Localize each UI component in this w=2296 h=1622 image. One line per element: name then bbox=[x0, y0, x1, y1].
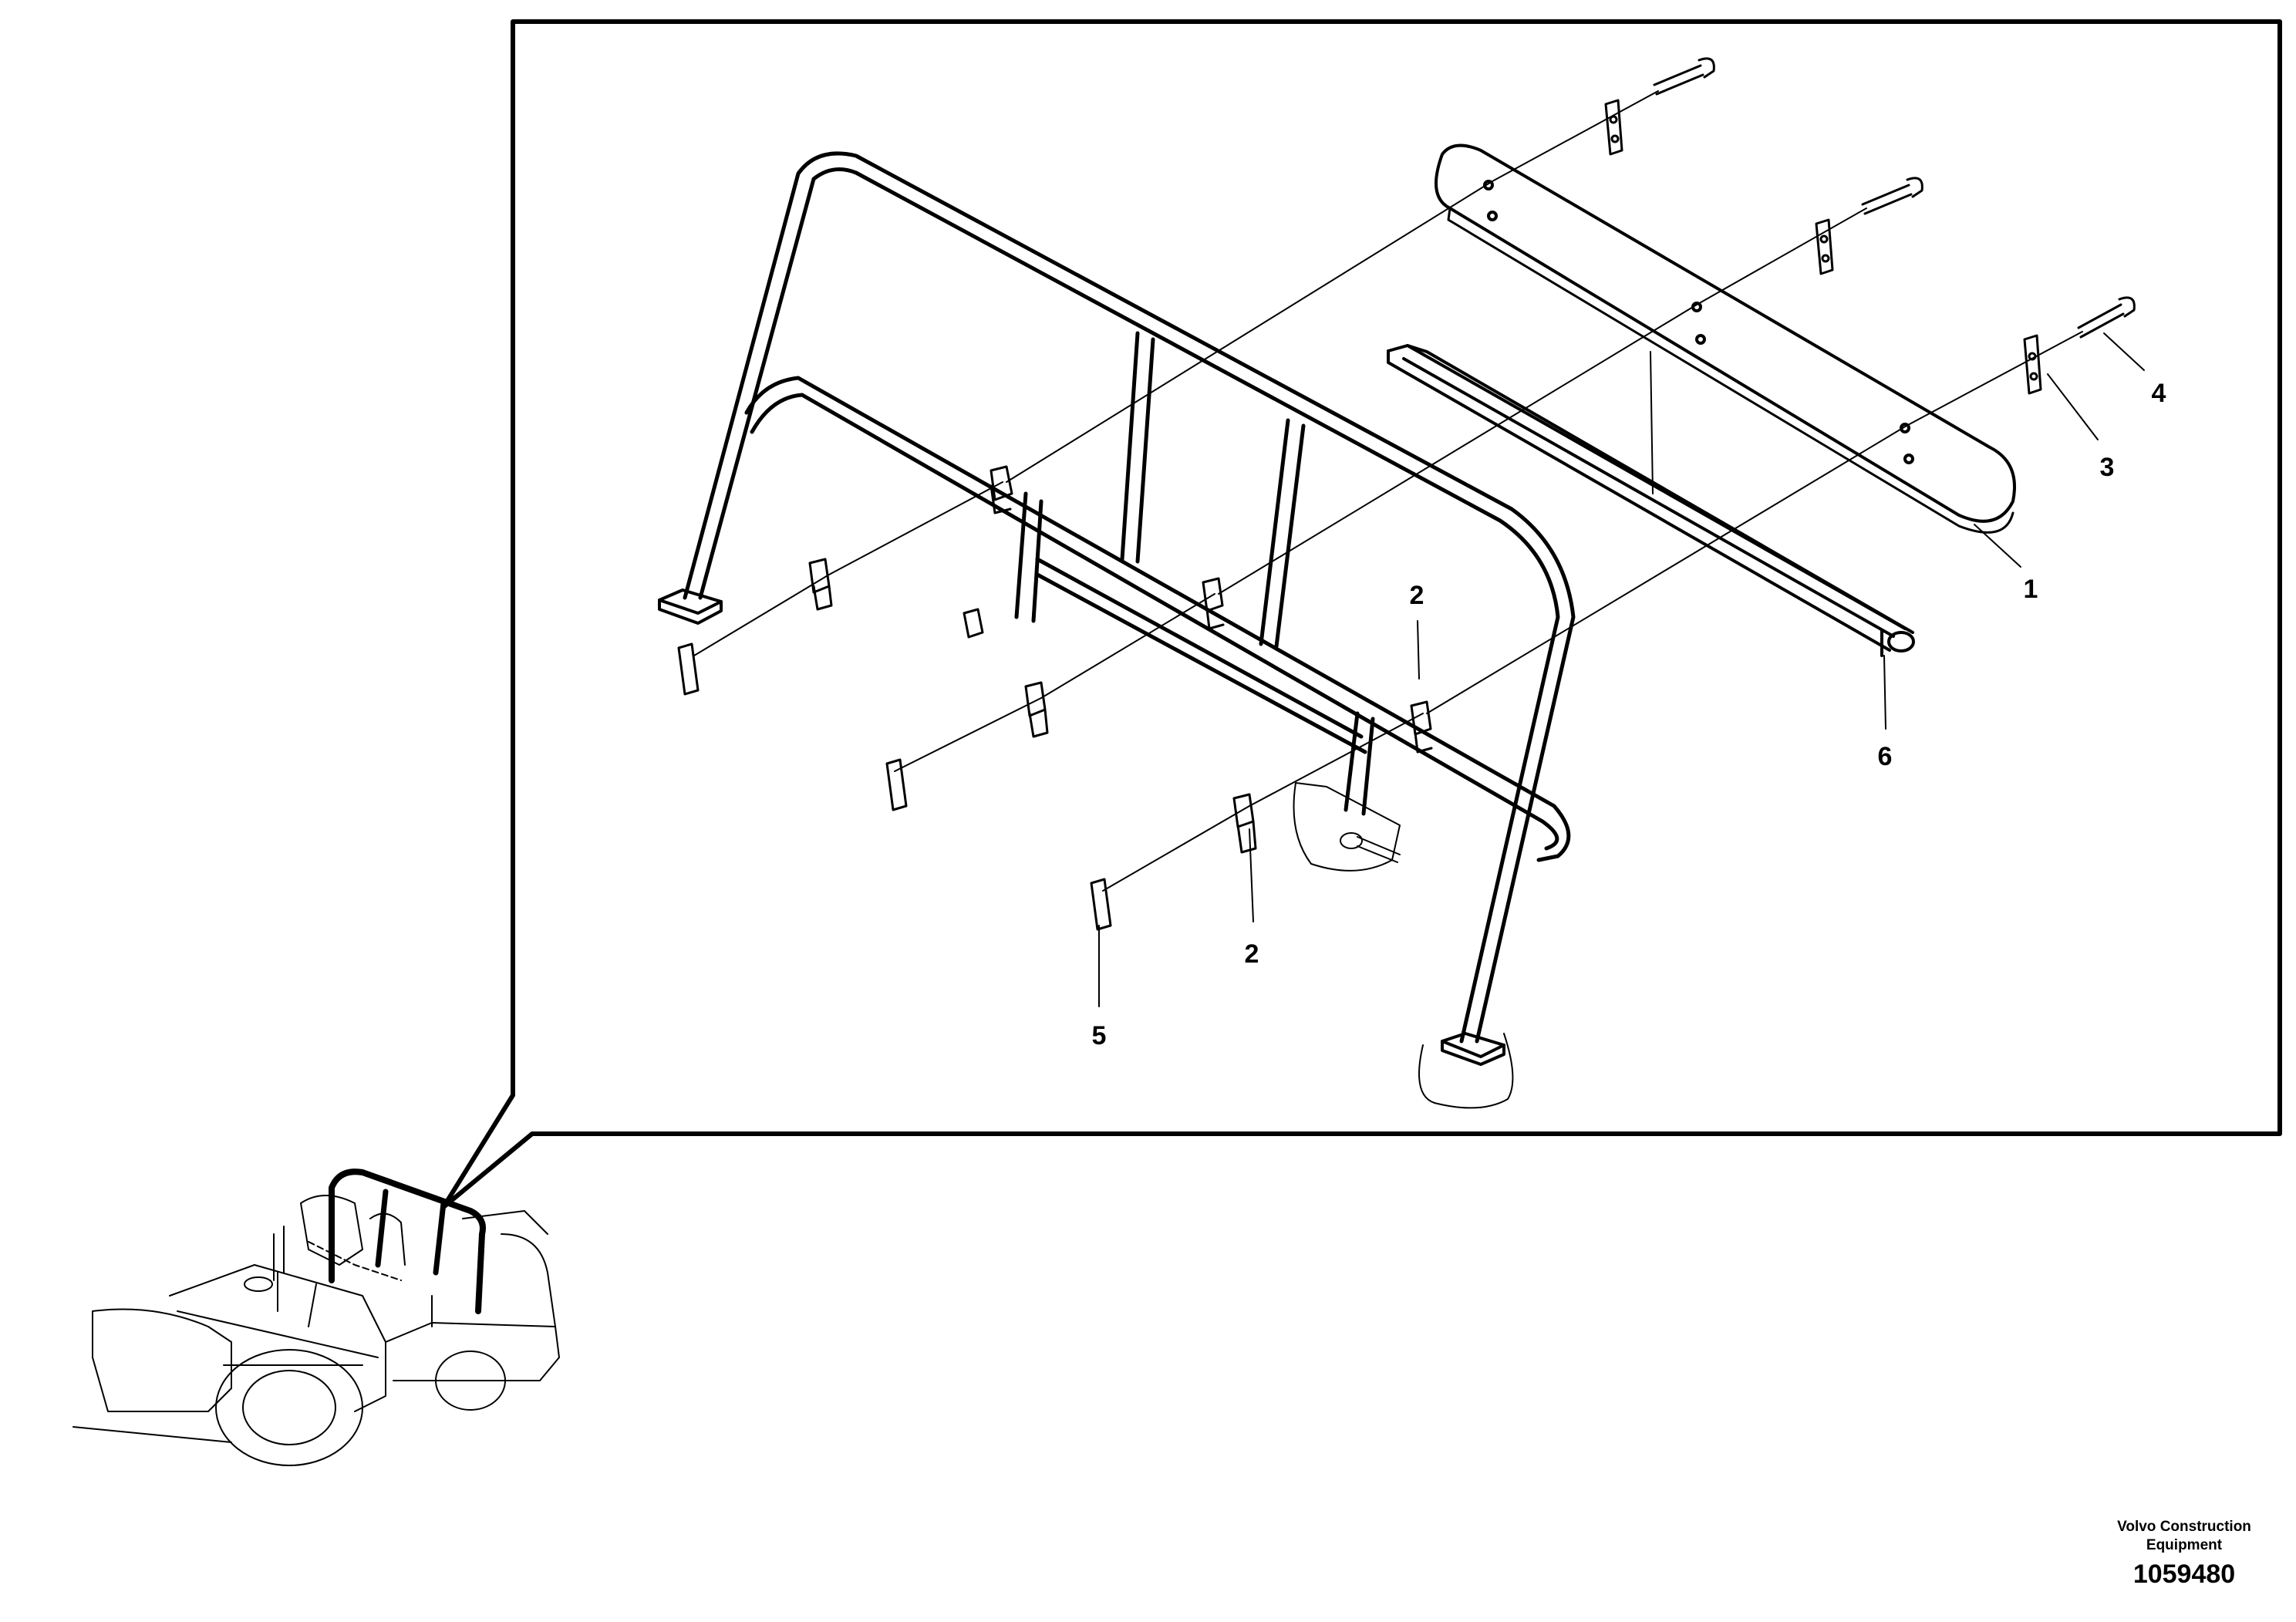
middle-mount-bracket bbox=[1293, 782, 1401, 872]
roll-bar-highlight bbox=[329, 1168, 486, 1314]
callout-4: 4 bbox=[2151, 379, 2166, 408]
detail-frame bbox=[441, 19, 2282, 1209]
roller-machine-overview bbox=[72, 1195, 560, 1466]
clip-brackets bbox=[677, 465, 1433, 931]
leader-lines bbox=[1098, 332, 2145, 1007]
foot-plates bbox=[658, 588, 1505, 1066]
document-number: 1059480 bbox=[2132, 1560, 2236, 1589]
bolts-part-4 bbox=[1653, 57, 2136, 339]
callout-1: 1 bbox=[2023, 575, 2038, 604]
roll-bar-highlight-inner bbox=[375, 1189, 447, 1276]
panel-part-1 bbox=[1435, 143, 2016, 534]
rail-part-6 bbox=[1387, 344, 1915, 657]
callout-6: 6 bbox=[1877, 742, 1893, 771]
foot-mount-base bbox=[1418, 1033, 1514, 1109]
assembly-lines bbox=[693, 90, 2083, 892]
callout-2-upper: 2 bbox=[1409, 581, 1424, 610]
roll-bar-frame bbox=[683, 151, 1576, 1044]
callout-2-lower: 2 bbox=[1244, 939, 1259, 969]
brand-name-line1: Volvo Construction bbox=[2117, 1519, 2251, 1535]
callout-5: 5 bbox=[1091, 1021, 1107, 1050]
callout-3: 3 bbox=[2099, 453, 2115, 482]
brand-name-line2: Equipment bbox=[2146, 1537, 2223, 1553]
